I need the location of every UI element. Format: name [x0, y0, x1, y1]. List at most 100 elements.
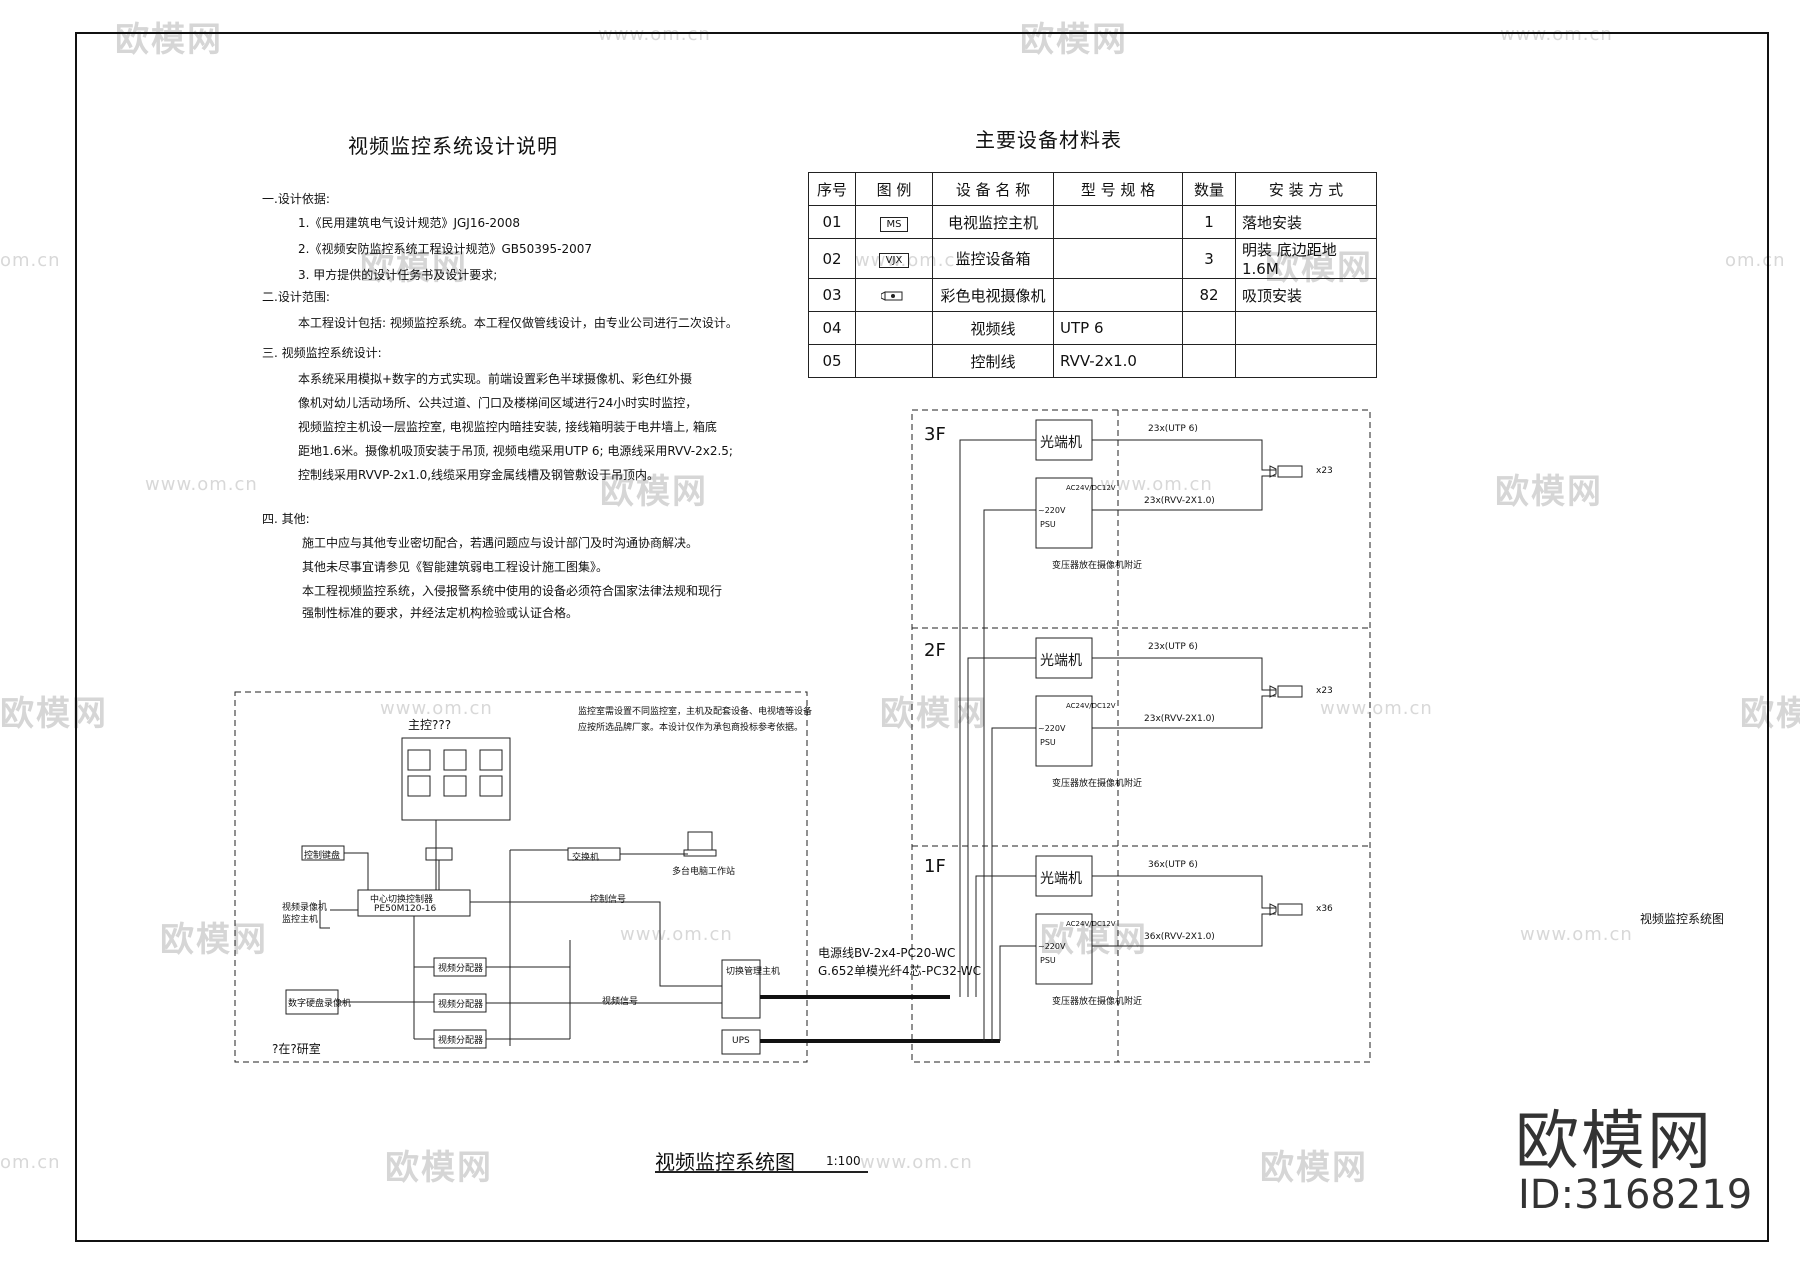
transformer-note: 变压器放在摄像机附近 [1052, 997, 1143, 1007]
bom-row: 02 VJX 监控设备箱 3 明装 底边距地1.6M [808, 238, 1377, 279]
bom-cell: RVV-2x1.0 [1053, 344, 1183, 378]
watermark-url: www.om.cn [620, 924, 733, 945]
watermark-url: www.om.cn [598, 24, 711, 45]
drawing-frame [75, 32, 1769, 1242]
distributor-label: 视频分配器 [438, 964, 484, 974]
watermark: 欧模网 [1020, 20, 1128, 60]
diagram-title: 视频监控系统图 [655, 1150, 795, 1174]
brand-logo: 欧模网 [1515, 1105, 1713, 1179]
utp-count-label: 36x(UTP 6) [1148, 860, 1198, 870]
camera-count: x23 [1316, 686, 1333, 696]
watermark: 欧模网 [385, 1148, 493, 1188]
watermark-url: om.cn [0, 1152, 61, 1173]
camera-count: x36 [1316, 904, 1333, 914]
video-signal-label: 视频信号 [602, 997, 639, 1007]
utp-count-label: 23x(UTP 6) [1148, 642, 1198, 652]
bom-cell: 吸顶安装 [1235, 278, 1377, 312]
keyboard-label: 控制键盘 [304, 851, 341, 861]
monitor-host-symbol: MS [879, 216, 909, 232]
psu-input-label: ~220V [1038, 506, 1066, 515]
bom-cell: 82 [1182, 278, 1236, 312]
left-device-label: 视频录像机 [282, 903, 328, 913]
control-signal-label: 控制信号 [590, 895, 627, 905]
notes-line: 控制线采用RVVP-2x1.0,线缆采用穿金属线槽及钢管敷设于吊顶内。 [298, 468, 660, 482]
bom-symbol-cell [855, 278, 933, 312]
optical-converter-label: 光端机 [1040, 653, 1082, 669]
notes-line: 其他未尽事宜请参见《智能建筑弱电工程设计施工图集》。 [302, 560, 609, 574]
psu-label: PSU [1040, 738, 1056, 747]
bom-cell: 02 [808, 238, 856, 279]
bom-cell [1182, 344, 1236, 378]
watermark: 欧模网 [360, 248, 468, 288]
camera-count: x23 [1316, 466, 1333, 476]
bom-cell: 落地安装 [1235, 205, 1377, 239]
bom-cell [1235, 344, 1377, 378]
watermark: 欧模网 [160, 920, 268, 960]
optical-converter-label: 光端机 [1040, 435, 1082, 451]
control-room-label: ?在?研室 [272, 1042, 321, 1056]
control-room-note: 应按所选品牌厂家。本设计仅作为承包商投标参考依据。 [578, 723, 804, 733]
notes-line: 本工程视频监控系统，入侵报警系统中使用的设备必须符合国家法律法规和现行 [302, 584, 723, 598]
psu-output-label: AC24V/DC12V [1066, 702, 1116, 710]
rvv-count-label: 36x(RVV-2X1.0) [1144, 932, 1215, 942]
bom-cell: 04 [808, 311, 856, 345]
bom-symbol-cell: MS [855, 205, 933, 239]
notes-line: 四. 其他: [262, 512, 310, 526]
bom-header: 序号 [808, 172, 856, 206]
bom-cell [1235, 311, 1377, 345]
headend-label: 切换管理主机 [726, 967, 781, 977]
watermark-url: www.om.cn [860, 1152, 973, 1173]
equipment-box-symbol: VJX [878, 253, 910, 268]
watermark: 欧模网 [600, 472, 708, 512]
distributor-label: 视频分配器 [438, 1036, 484, 1046]
bom-row: 05 控制线 RVV-2x1.0 [808, 344, 1377, 378]
bom-row: 01 MS 电视监控主机 1 落地安装 [808, 205, 1377, 239]
bom-symbol-cell: VJX [855, 238, 933, 279]
notes-line: 三. 视频监控系统设计: [262, 346, 382, 360]
floor-label: 1F [924, 856, 946, 877]
notes-line: 1.《民用建筑电气设计规范》JGJ16-2008 [298, 216, 520, 230]
psu-output-label: AC24V/DC12V [1066, 484, 1116, 492]
rvv-count-label: 23x(RVV-2X1.0) [1144, 496, 1215, 506]
watermark: 欧模网 [1740, 694, 1800, 734]
notes-line: 强制性标准的要求，并经法定机构检验或认证合格。 [302, 606, 579, 620]
bom-header: 设 备 名 称 [932, 172, 1054, 206]
watermark-url: www.om.cn [1100, 474, 1213, 495]
camera-icon [880, 290, 903, 301]
watermark: 欧模网 [1040, 920, 1148, 960]
left-device-label: 监控主机 [282, 915, 319, 925]
bom-header: 型 号 规 格 [1053, 172, 1183, 206]
notes-line: 视频监控主机设一层监控室, 电视监控内暗挂安装, 接线箱明装于电井墙上, 箱底 [298, 420, 717, 434]
psu-label: PSU [1040, 956, 1056, 965]
bom-cell: 明装 底边距地1.6M [1235, 238, 1377, 279]
bom-header: 安 装 方 式 [1235, 172, 1377, 206]
switch-label: 交换机 [572, 853, 600, 863]
notes-line: 本工程设计包括: 视频监控系统。本工程仅做管线设计，由专业公司进行二次设计。 [298, 316, 738, 330]
utp-count-label: 23x(UTP 6) [1148, 424, 1198, 434]
floor-label: 3F [924, 424, 946, 445]
psu-output-label: AC24V/DC12V [1066, 920, 1116, 928]
rvv-count-label: 23x(RVV-2X1.0) [1144, 714, 1215, 724]
psu-input-label: ~220V [1038, 724, 1066, 733]
watermark-url: om.cn [0, 250, 61, 271]
ups-label: UPS [732, 1036, 750, 1046]
dvr-label: 数字硬盘录像机 [288, 999, 352, 1009]
watermark-url: www.om.cn [145, 474, 258, 495]
bom-cell: 电视监控主机 [932, 205, 1054, 239]
watermark-url: www.om.cn [1520, 924, 1633, 945]
notes-line: 本系统采用模拟+数字的方式实现。前端设置彩色半球摄像机、彩色红外摄 [298, 372, 693, 386]
bom-row: 03 彩色电视摄像机 82 吸顶安装 [808, 278, 1377, 312]
transformer-note: 变压器放在摄像机附近 [1052, 561, 1143, 571]
watermark: 欧模网 [0, 694, 108, 734]
floor-label: 2F [924, 640, 946, 661]
transformer-note: 变压器放在摄像机附近 [1052, 779, 1143, 789]
diagram-scale: 1:100 [826, 1154, 861, 1168]
bom-table: 序号 图 例 设 备 名 称 型 号 规 格 数量 安 装 方 式 01 MS … [808, 172, 1377, 378]
side-diagram-label: 视频监控系统图 [1640, 912, 1725, 926]
monitor-wall-label: 主控??? [408, 718, 452, 732]
bom-cell: 03 [808, 278, 856, 312]
optical-converter-label: 光端机 [1040, 871, 1082, 887]
bom-cell [1053, 205, 1183, 239]
trunk-power-label: 电源线BV-2x4-PC20-WC [818, 946, 956, 960]
